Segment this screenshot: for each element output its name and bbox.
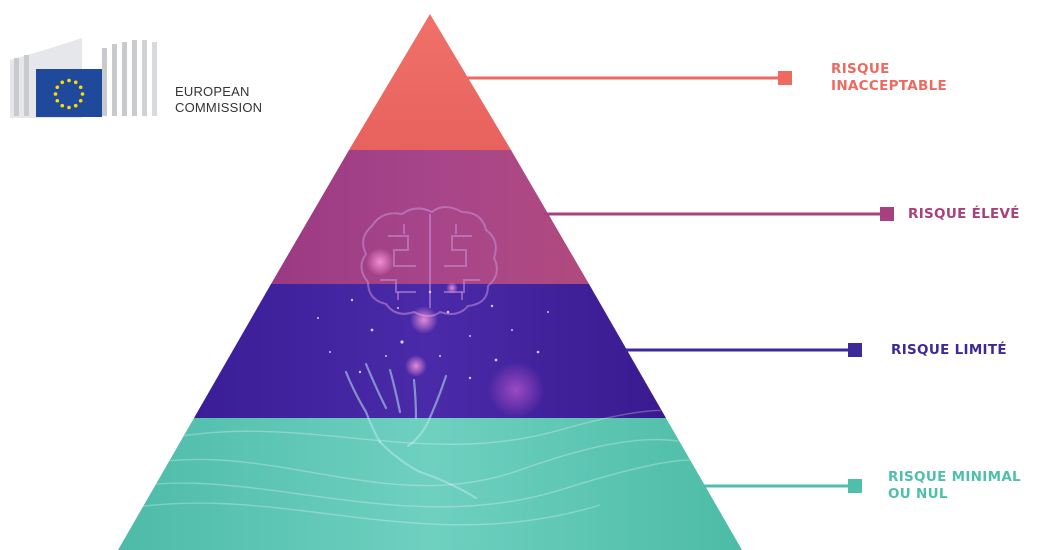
label-unacceptable-line-2: INACCEPTABLE	[831, 78, 948, 94]
label-minimal-line-1: RISQUE MINIMAL	[888, 469, 1021, 485]
label-unacceptable-risk: RISQUE INACCEPTABLE	[831, 61, 947, 95]
tier-limited	[194, 284, 666, 418]
connector-limited	[626, 343, 862, 357]
label-unacceptable-line-1: RISQUE	[831, 61, 890, 77]
brain-circuit-icon	[360, 206, 498, 317]
eu-stars-icon	[53, 78, 85, 110]
label-limited-line-1: RISQUE LIMITÉ	[891, 342, 1007, 358]
logo-wordmark: EUROPEAN COMMISSION	[175, 84, 262, 116]
label-limited-risk: RISQUE LIMITÉ	[891, 342, 1007, 359]
label-high-risk: RISQUE ÉLEVÉ	[908, 206, 1020, 223]
eu-flag	[36, 69, 102, 117]
tier-unacceptable	[349, 14, 511, 150]
logo-line-1: EUROPEAN	[175, 84, 250, 99]
logo-line-2: COMMISSION	[175, 100, 263, 115]
tier-minimal	[118, 418, 742, 550]
connector-minimal	[704, 479, 862, 493]
label-high-line-1: RISQUE ÉLEVÉ	[908, 206, 1020, 222]
connector-unacceptable	[464, 71, 792, 85]
european-commission-logo	[10, 38, 157, 118]
hand-illustration	[344, 362, 478, 500]
label-minimal-risk: RISQUE MINIMAL OU NUL	[888, 469, 1021, 503]
label-minimal-line-2: OU NUL	[888, 486, 948, 502]
connector-high	[544, 207, 894, 221]
